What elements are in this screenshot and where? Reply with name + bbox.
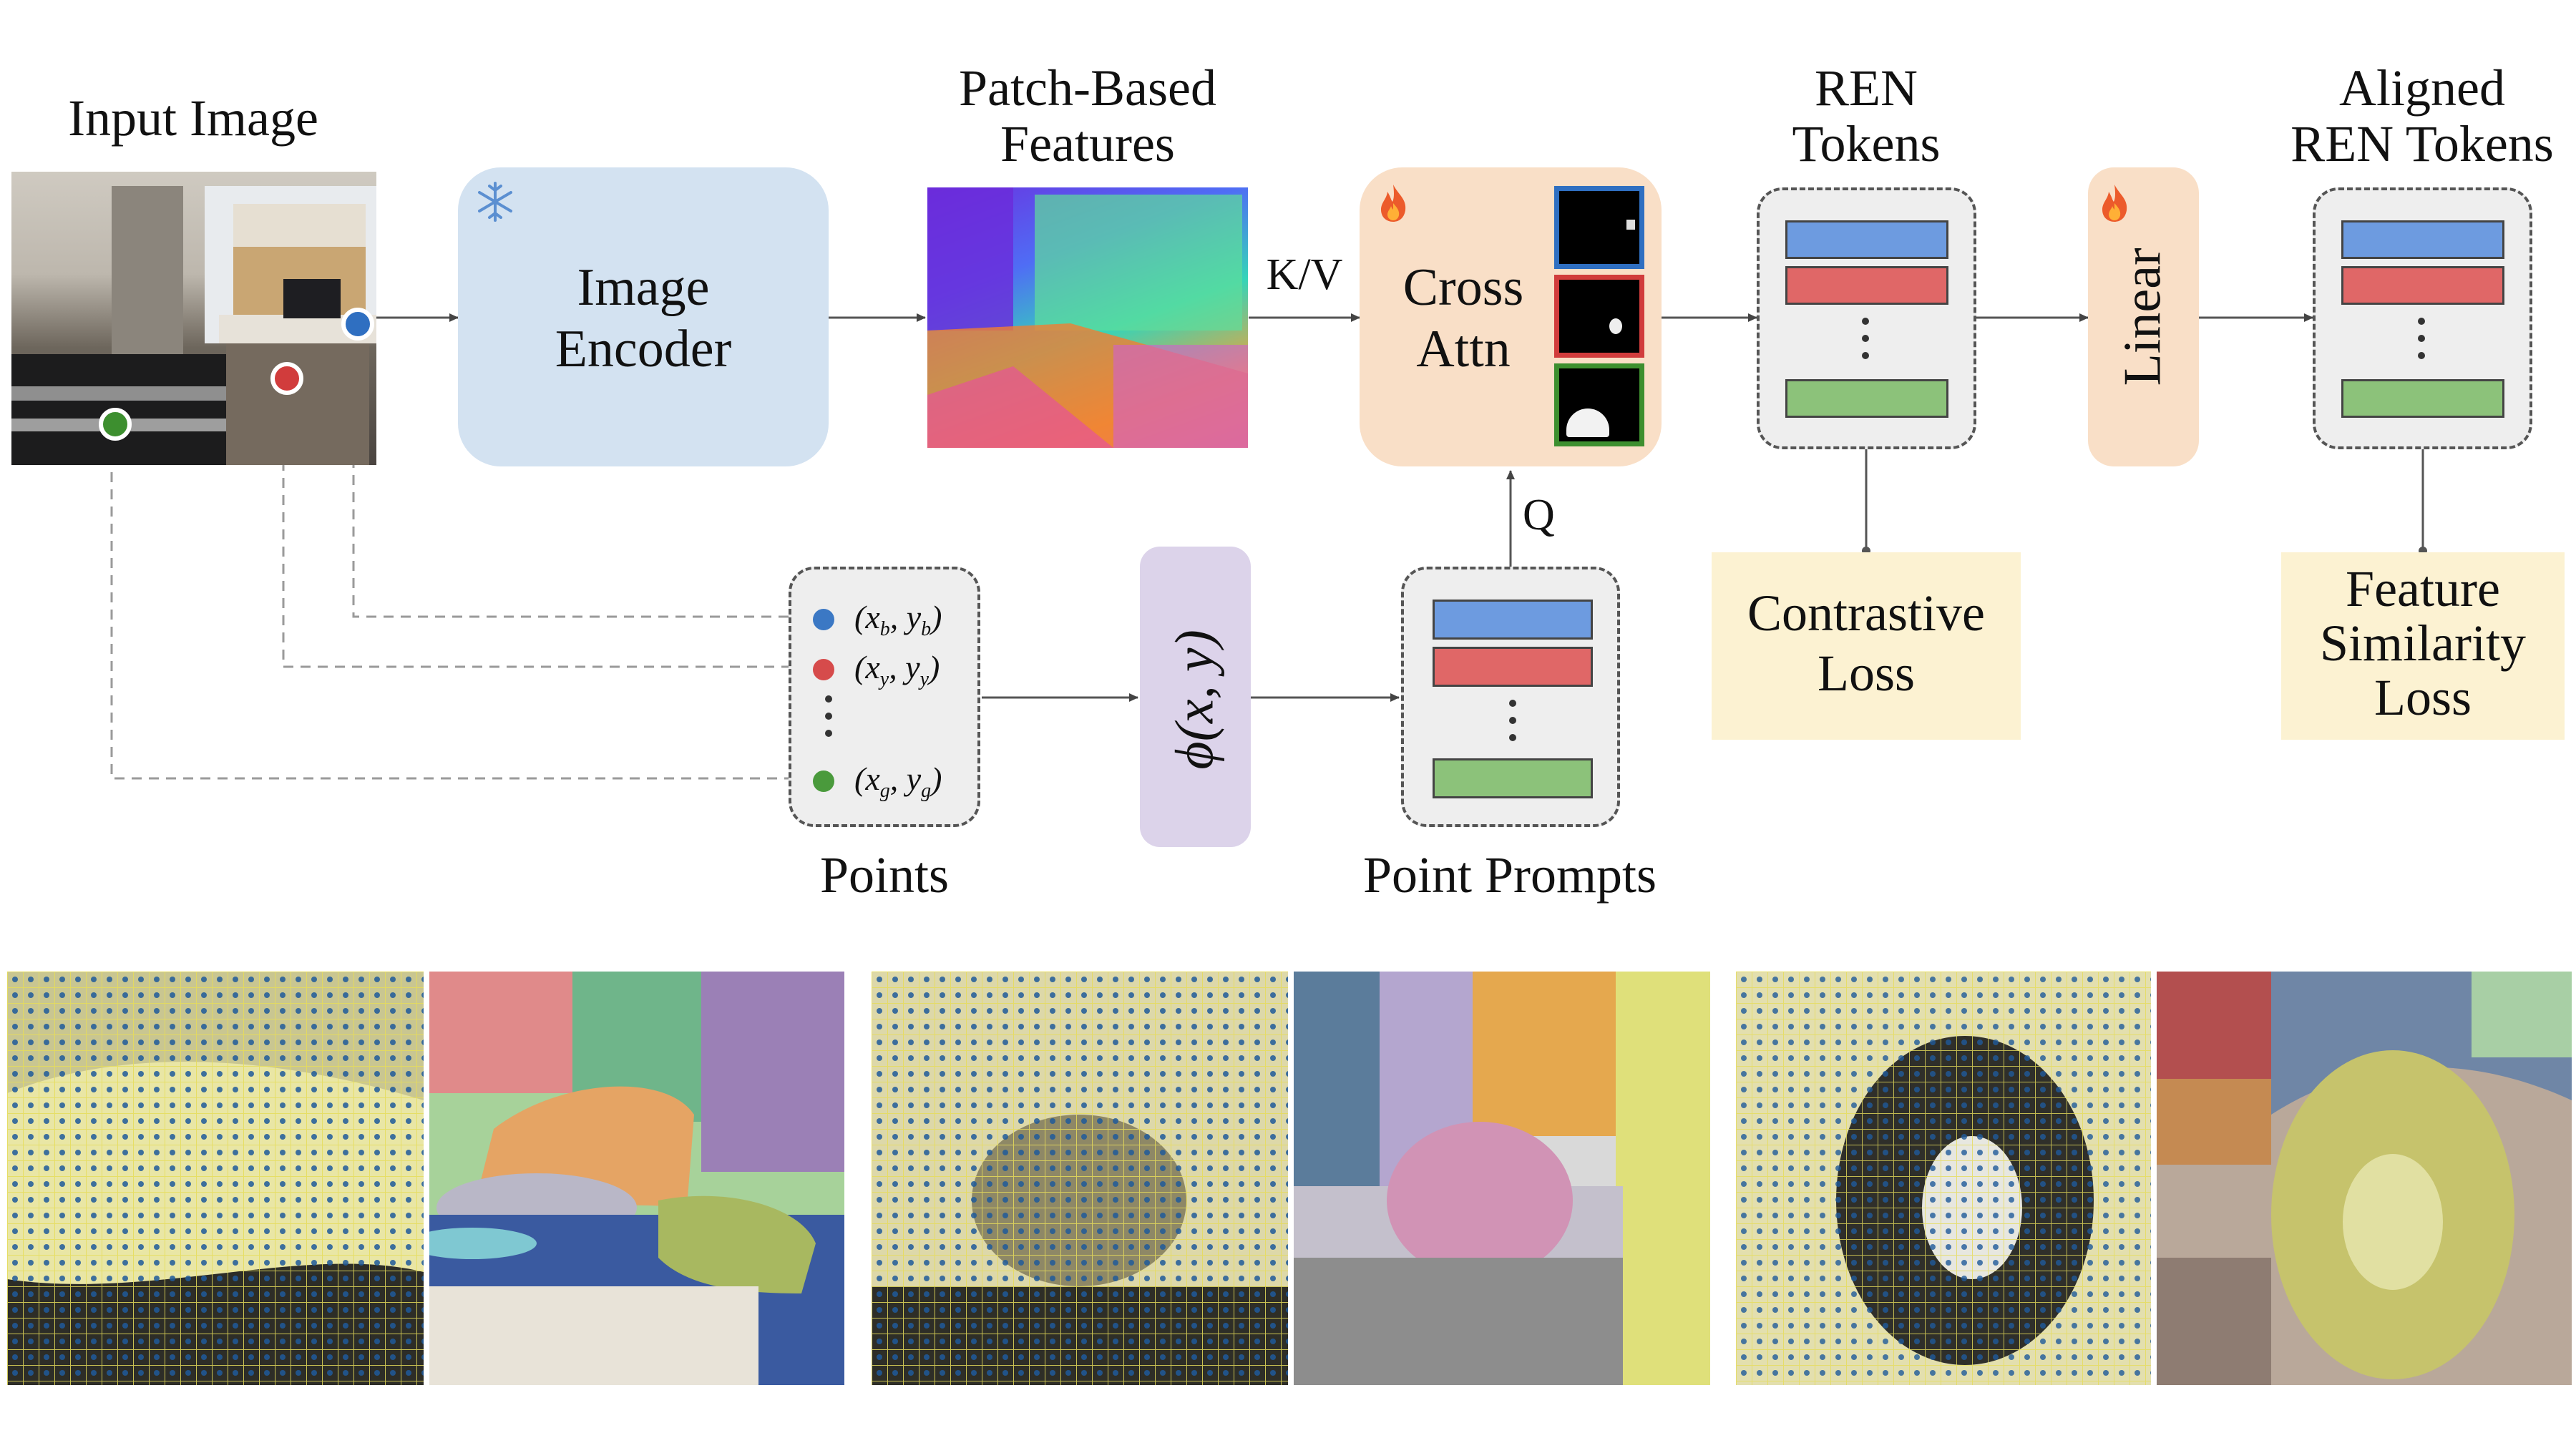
q-label: Q [1523, 491, 1555, 539]
example-row [0, 972, 2576, 1388]
flame-icon [2102, 185, 2127, 222]
prompt-token-green [1433, 758, 1593, 798]
point-red: (xy, yy) [813, 648, 940, 691]
aligned-token-green [2341, 379, 2504, 418]
point-blue: (xb, yb) [813, 598, 942, 641]
positional-encoding-block: ϕ(x, y) [1140, 547, 1251, 847]
example-cat-grid [872, 972, 1288, 1385]
ren-token-green [1785, 379, 1948, 418]
dashed-link-green [110, 421, 791, 780]
prompt-token-ellipsis [1508, 700, 1517, 751]
snowflake-icon [478, 182, 512, 222]
cross-attn-label-1: Cross [1402, 258, 1524, 317]
example-tire-segments [2157, 972, 2572, 1385]
point-prompts-group [1401, 567, 1620, 827]
patch-features-label-1: Patch-Based [959, 59, 1216, 117]
kv-label: K/V [1266, 250, 1343, 299]
prompt-token-blue [1433, 600, 1593, 640]
input-image-photo [11, 172, 376, 465]
ren-token-ellipsis [1861, 318, 1870, 369]
dashed-link-blue [352, 321, 791, 618]
points-group: (xb, yb) (xy, yy) (xg, yg) [789, 567, 980, 827]
example-tire-grid [1736, 972, 2151, 1385]
green-point-marker [99, 408, 132, 441]
image-encoder-block: Image Encoder [458, 167, 829, 466]
input-image-label: Input Image [68, 89, 318, 147]
feature-similarity-loss-block: Feature Similarity Loss [2281, 552, 2565, 740]
attention-mask-red [1554, 275, 1644, 358]
contrastive-loss-label-1: Contrastive [1747, 584, 1985, 642]
red-point-marker [270, 362, 303, 395]
phi-label: ϕ(x, y) [1164, 630, 1225, 770]
linear-block: Linear [2088, 167, 2199, 466]
point-blue-coords: (xb, yb) [854, 599, 942, 641]
prompt-token-red [1433, 647, 1593, 687]
blue-point-marker [341, 308, 374, 341]
ren-tokens-label-1: REN [1815, 59, 1918, 117]
point-dot-green [813, 771, 834, 793]
point-green: (xg, yg) [813, 760, 942, 803]
example-cat-segments [1294, 972, 1710, 1385]
feature-similarity-label-2: Similarity [2320, 615, 2526, 672]
aligned-tokens-label-1: Aligned [2339, 59, 2505, 117]
contrastive-loss-block: Contrastive Loss [1712, 552, 2021, 740]
cross-attn-label-2: Attn [1416, 320, 1511, 378]
point-green-coords: (xg, yg) [854, 760, 942, 803]
point-dot-red [813, 659, 834, 681]
example-sofa-grid [7, 972, 424, 1385]
image-encoder-label-2: Encoder [555, 320, 732, 378]
contrastive-loss-label-2: Loss [1817, 645, 1916, 702]
ren-tokens-group [1757, 187, 1976, 449]
feature-similarity-label-1: Feature [2346, 560, 2500, 617]
aligned-token-blue [2341, 220, 2504, 259]
point-red-coords: (xy, yy) [854, 649, 940, 691]
points-label: Points [819, 846, 950, 904]
aligned-tokens-group [2313, 187, 2532, 449]
ren-token-blue [1785, 220, 1948, 259]
flame-icon [1381, 185, 1406, 222]
example-sofa-segments [429, 972, 844, 1385]
aligned-token-red [2341, 266, 2504, 305]
aligned-token-ellipsis [2417, 318, 2426, 369]
linear-label: Linear [2113, 248, 2172, 386]
ren-tokens-label-2: Tokens [1792, 115, 1941, 172]
cross-attn-block: Cross Attn [1360, 167, 1662, 466]
feature-similarity-label-3: Loss [2373, 669, 2472, 726]
patch-features-map [927, 187, 1248, 448]
point-dot-blue [813, 609, 834, 631]
patch-features-label-2: Features [1000, 115, 1175, 172]
attention-mask-green [1554, 363, 1644, 446]
points-ellipsis [824, 695, 833, 747]
aligned-tokens-label-2: REN Tokens [2290, 115, 2554, 172]
attention-mask-blue [1554, 186, 1644, 269]
dashed-link-red [282, 375, 791, 668]
ren-token-red [1785, 266, 1948, 305]
image-encoder-label-1: Image [577, 258, 710, 317]
point-prompts-label: Point Prompts [1362, 846, 1657, 904]
